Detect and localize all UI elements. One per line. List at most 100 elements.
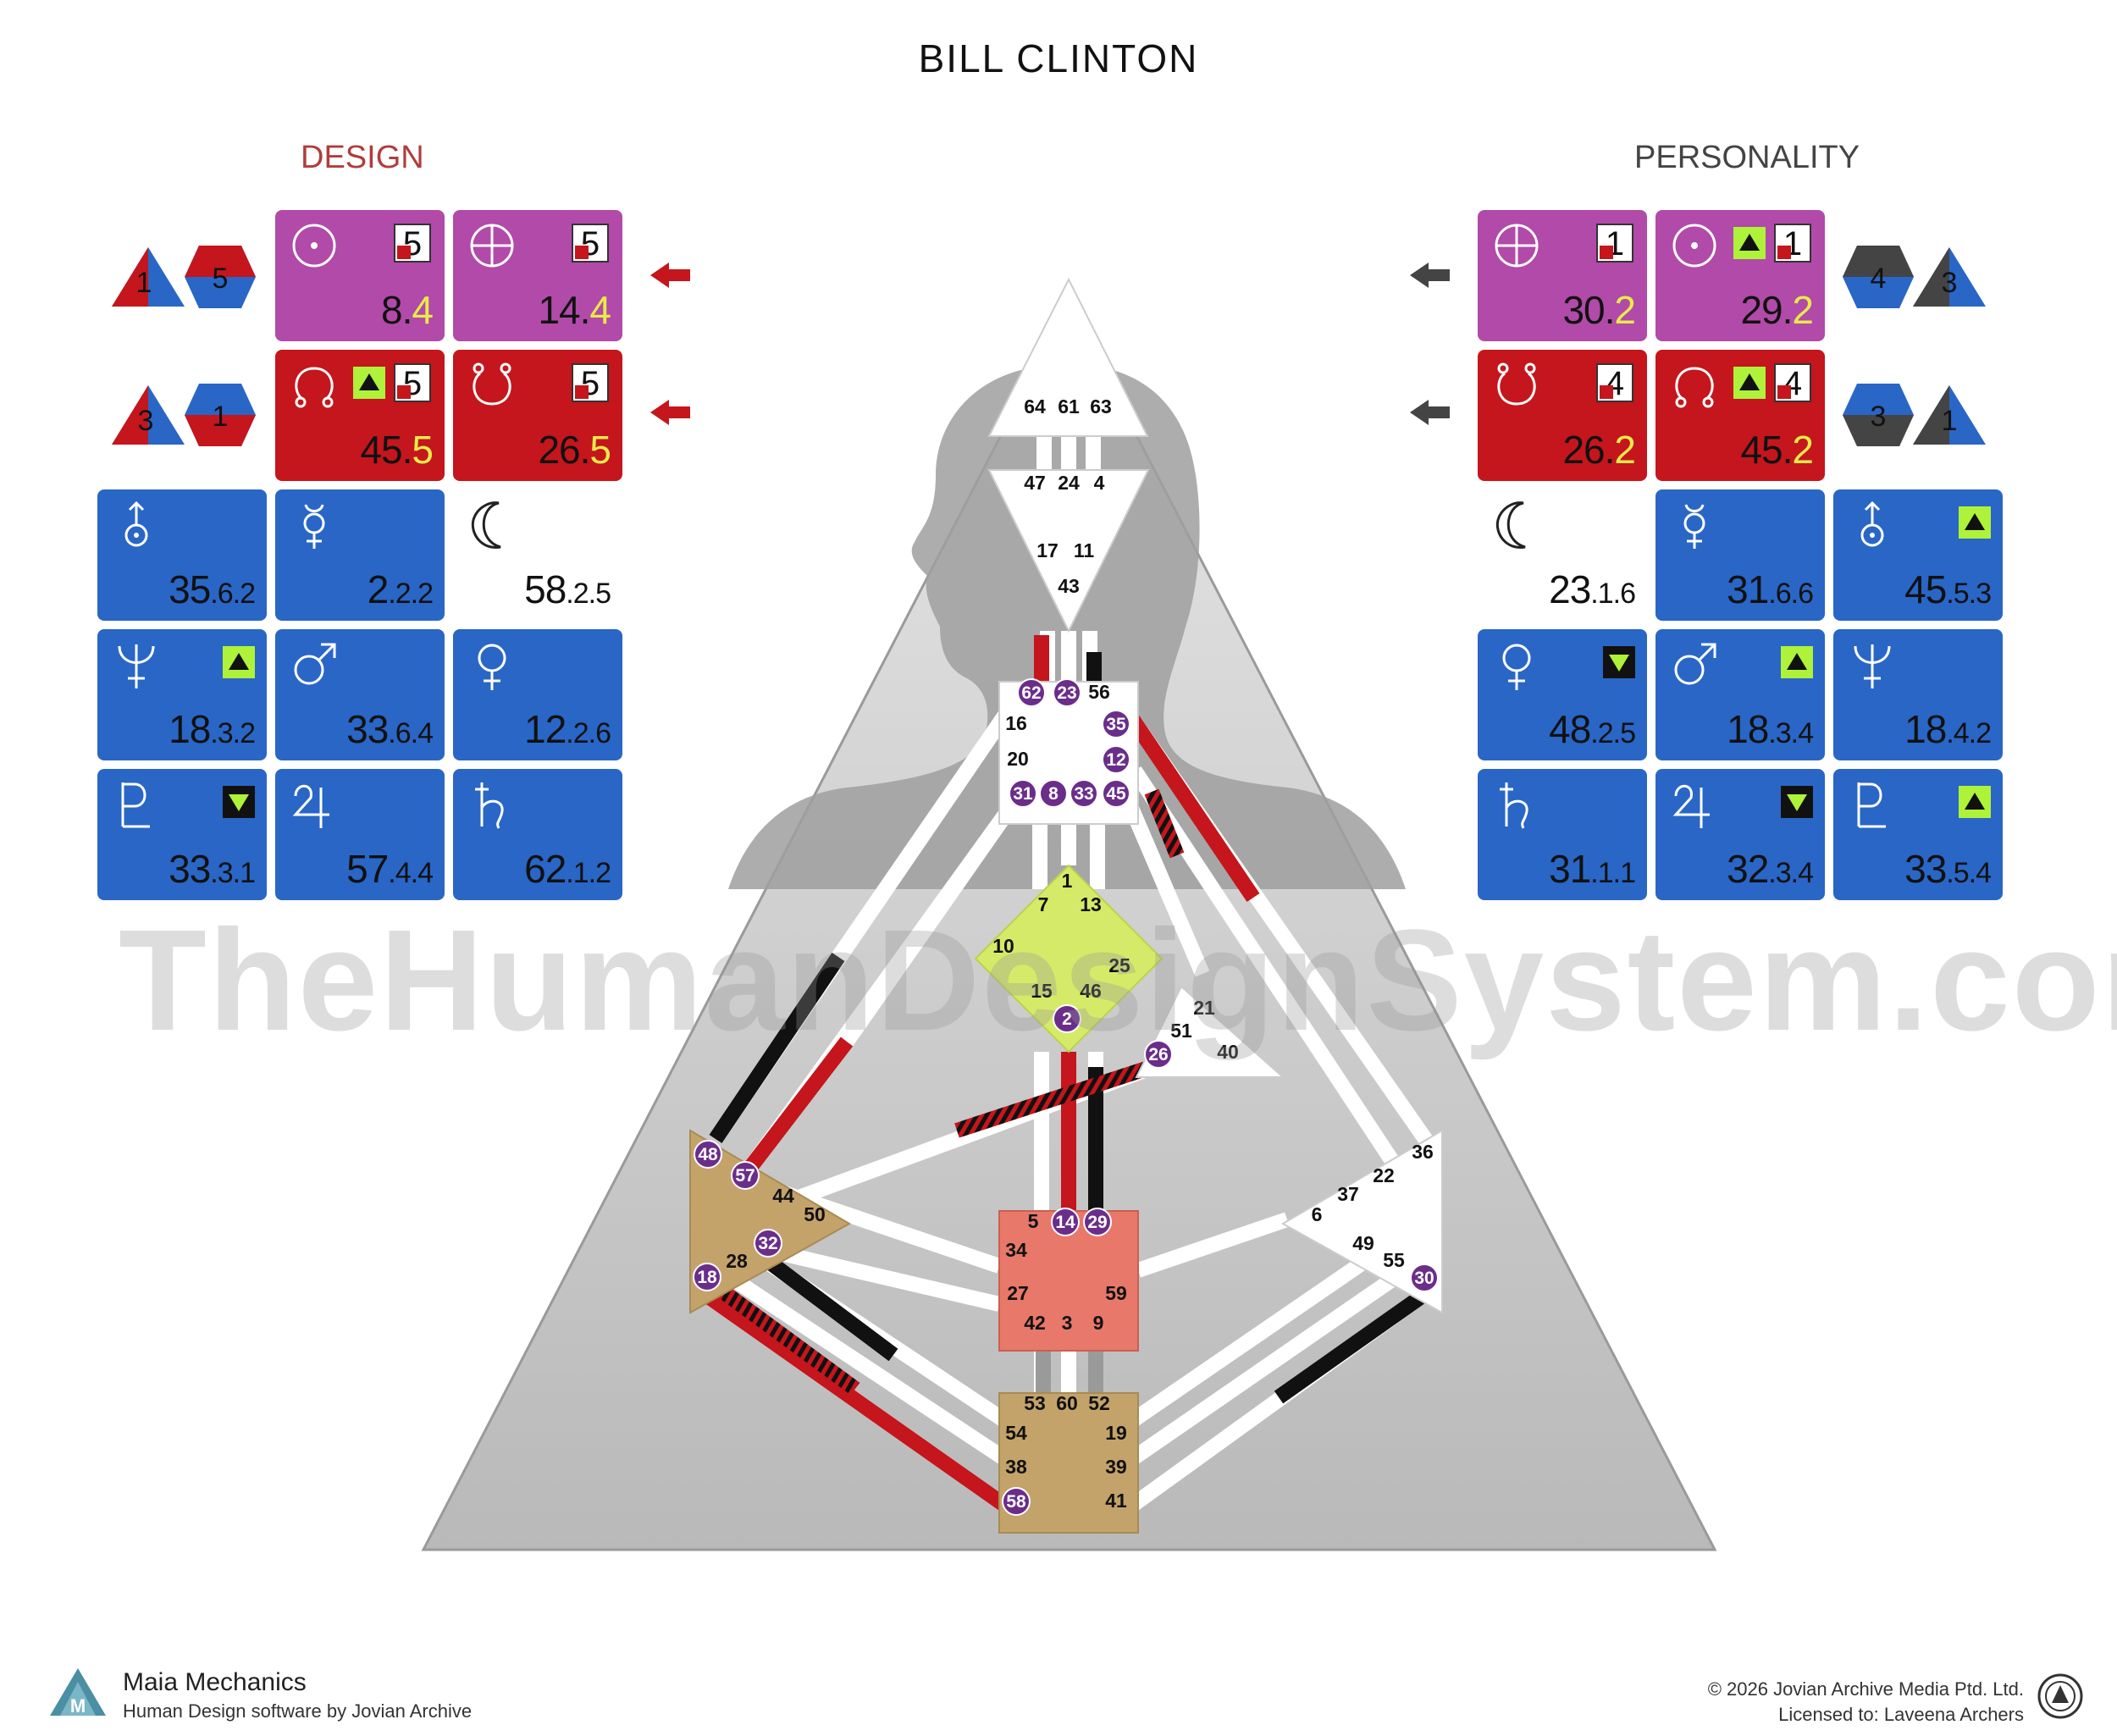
base-number: 5 (394, 224, 431, 263)
gate-33: 33 (1074, 784, 1093, 804)
gate-25: 25 (1108, 954, 1130, 976)
gate-value: 33.6.4 (346, 707, 434, 751)
gate-49: 49 (1352, 1232, 1374, 1254)
gate-19: 19 (1105, 1422, 1127, 1444)
channels (702, 436, 1438, 1514)
pluto-icon (121, 782, 150, 828)
gate-40: 40 (1217, 1041, 1239, 1063)
channel-segment-black (753, 1247, 898, 1362)
channel-segment-red (1126, 715, 1260, 903)
gate-8: 8 (1048, 784, 1058, 804)
gate-value: 35.6.2 (169, 567, 256, 611)
gate-14: 14 (1055, 1213, 1075, 1232)
channel-segment-black (1274, 1289, 1428, 1404)
gate-value: 26.5 (538, 428, 611, 472)
south-node-icon (473, 362, 511, 406)
footer-right: © 2026 Jovian Archive Media Ptd. Ltd. Li… (1708, 1677, 2024, 1728)
channel-base (1119, 793, 1210, 977)
design-arrow-top (650, 263, 690, 288)
gate-activation-marker (1070, 779, 1098, 808)
gate-23: 23 (1057, 683, 1076, 703)
gate-46: 46 (1080, 980, 1102, 1002)
gate-value: 31.1.1 (1549, 847, 1636, 891)
north-node-icon (1675, 367, 1714, 408)
uranus-icon (1860, 500, 1884, 547)
gate-value: 45.5 (360, 428, 434, 472)
channel-base (1125, 1238, 1394, 1429)
mercury-icon (1683, 504, 1705, 549)
gate-value: 33.5.4 (1904, 847, 1992, 891)
gate-activation-marker (1051, 1208, 1080, 1236)
maia-logo-icon: M (50, 1668, 106, 1717)
design-card-uranus: 35.6.2 (97, 489, 267, 621)
earth-icon (470, 224, 514, 268)
design-var-top-left: 1 (136, 267, 152, 299)
gate-53: 53 (1024, 1392, 1046, 1414)
gate-activation-marker (1144, 1040, 1173, 1069)
arrow-up-icon (1959, 786, 1991, 818)
svg-text:M: M (70, 1695, 86, 1717)
gate-17: 17 (1036, 539, 1058, 561)
arrow-down-icon (223, 786, 255, 818)
arrow-up-icon (1959, 506, 1991, 539)
arrow-up-icon (353, 367, 385, 399)
arrow-up-icon (1733, 227, 1766, 259)
gate-value: 18.4.2 (1904, 707, 1992, 751)
gate-60: 60 (1056, 1392, 1078, 1414)
channel-base (1125, 1263, 1411, 1468)
design-card-pluto: 33.3.1 (97, 769, 267, 900)
south-node-icon (1497, 362, 1536, 406)
channel-segment (840, 782, 1031, 1047)
design-card-saturn: 62.1.2 (453, 769, 622, 900)
design-card-mercury: 2.2.2 (275, 489, 445, 621)
design-card-venus: 12.2.6 (453, 629, 622, 760)
moon-icon (1495, 501, 1526, 549)
gate-61: 61 (1058, 395, 1080, 417)
head-center (987, 277, 1149, 437)
earth-icon (1495, 224, 1539, 268)
personality-variable-bottom: 3 1 (1843, 384, 1986, 446)
personality-label: PERSONALITY (1634, 140, 1860, 175)
gate-activation-marker (694, 1140, 722, 1169)
gate-activation-marker (754, 1229, 782, 1258)
gate-62: 62 (1021, 683, 1041, 703)
design-card-moon: 58.2.5 (453, 489, 622, 621)
gate-47: 47 (1024, 472, 1046, 494)
base-number: 1 (1774, 224, 1811, 263)
gate-activation-marker (1053, 678, 1081, 707)
gate-value: 14.4 (538, 288, 611, 332)
gate-activation-marker (1017, 678, 1046, 707)
gate-30: 30 (1414, 1269, 1434, 1288)
gate-value: 57.4.4 (346, 847, 434, 891)
pers-var-top-left: 4 (1871, 263, 1887, 295)
gate-58: 58 (1006, 1492, 1026, 1512)
gate-activation-marker (1102, 710, 1130, 738)
design-variable-top: 1 5 (112, 246, 256, 308)
gate-18: 18 (697, 1268, 717, 1287)
gate-56: 56 (1088, 681, 1110, 703)
gate-5: 5 (1028, 1210, 1039, 1232)
channel-base (1136, 1212, 1290, 1278)
gate-55: 55 (1383, 1249, 1405, 1271)
gate-value: 29.2 (1740, 288, 1814, 332)
gate-35: 35 (1106, 715, 1126, 734)
arrow-up-icon (223, 646, 255, 678)
gate-29: 29 (1087, 1213, 1107, 1232)
gate-activation-marker (731, 1161, 760, 1190)
personality-card-pluto: 33.5.4 (1833, 769, 2003, 900)
gate-32: 32 (758, 1234, 777, 1253)
spleen-center (689, 1129, 852, 1314)
gate-51: 51 (1170, 1020, 1192, 1042)
gate-41: 41 (1105, 1490, 1127, 1512)
gate-value: 18.3.4 (1727, 707, 1814, 751)
solar-plexus-center (1280, 1129, 1443, 1314)
gate-value: 31.6.6 (1727, 567, 1814, 611)
jupiter-icon (292, 784, 329, 828)
gate-36: 36 (1412, 1141, 1434, 1163)
sun-icon (1672, 224, 1716, 268)
mars-icon (1674, 643, 1716, 685)
